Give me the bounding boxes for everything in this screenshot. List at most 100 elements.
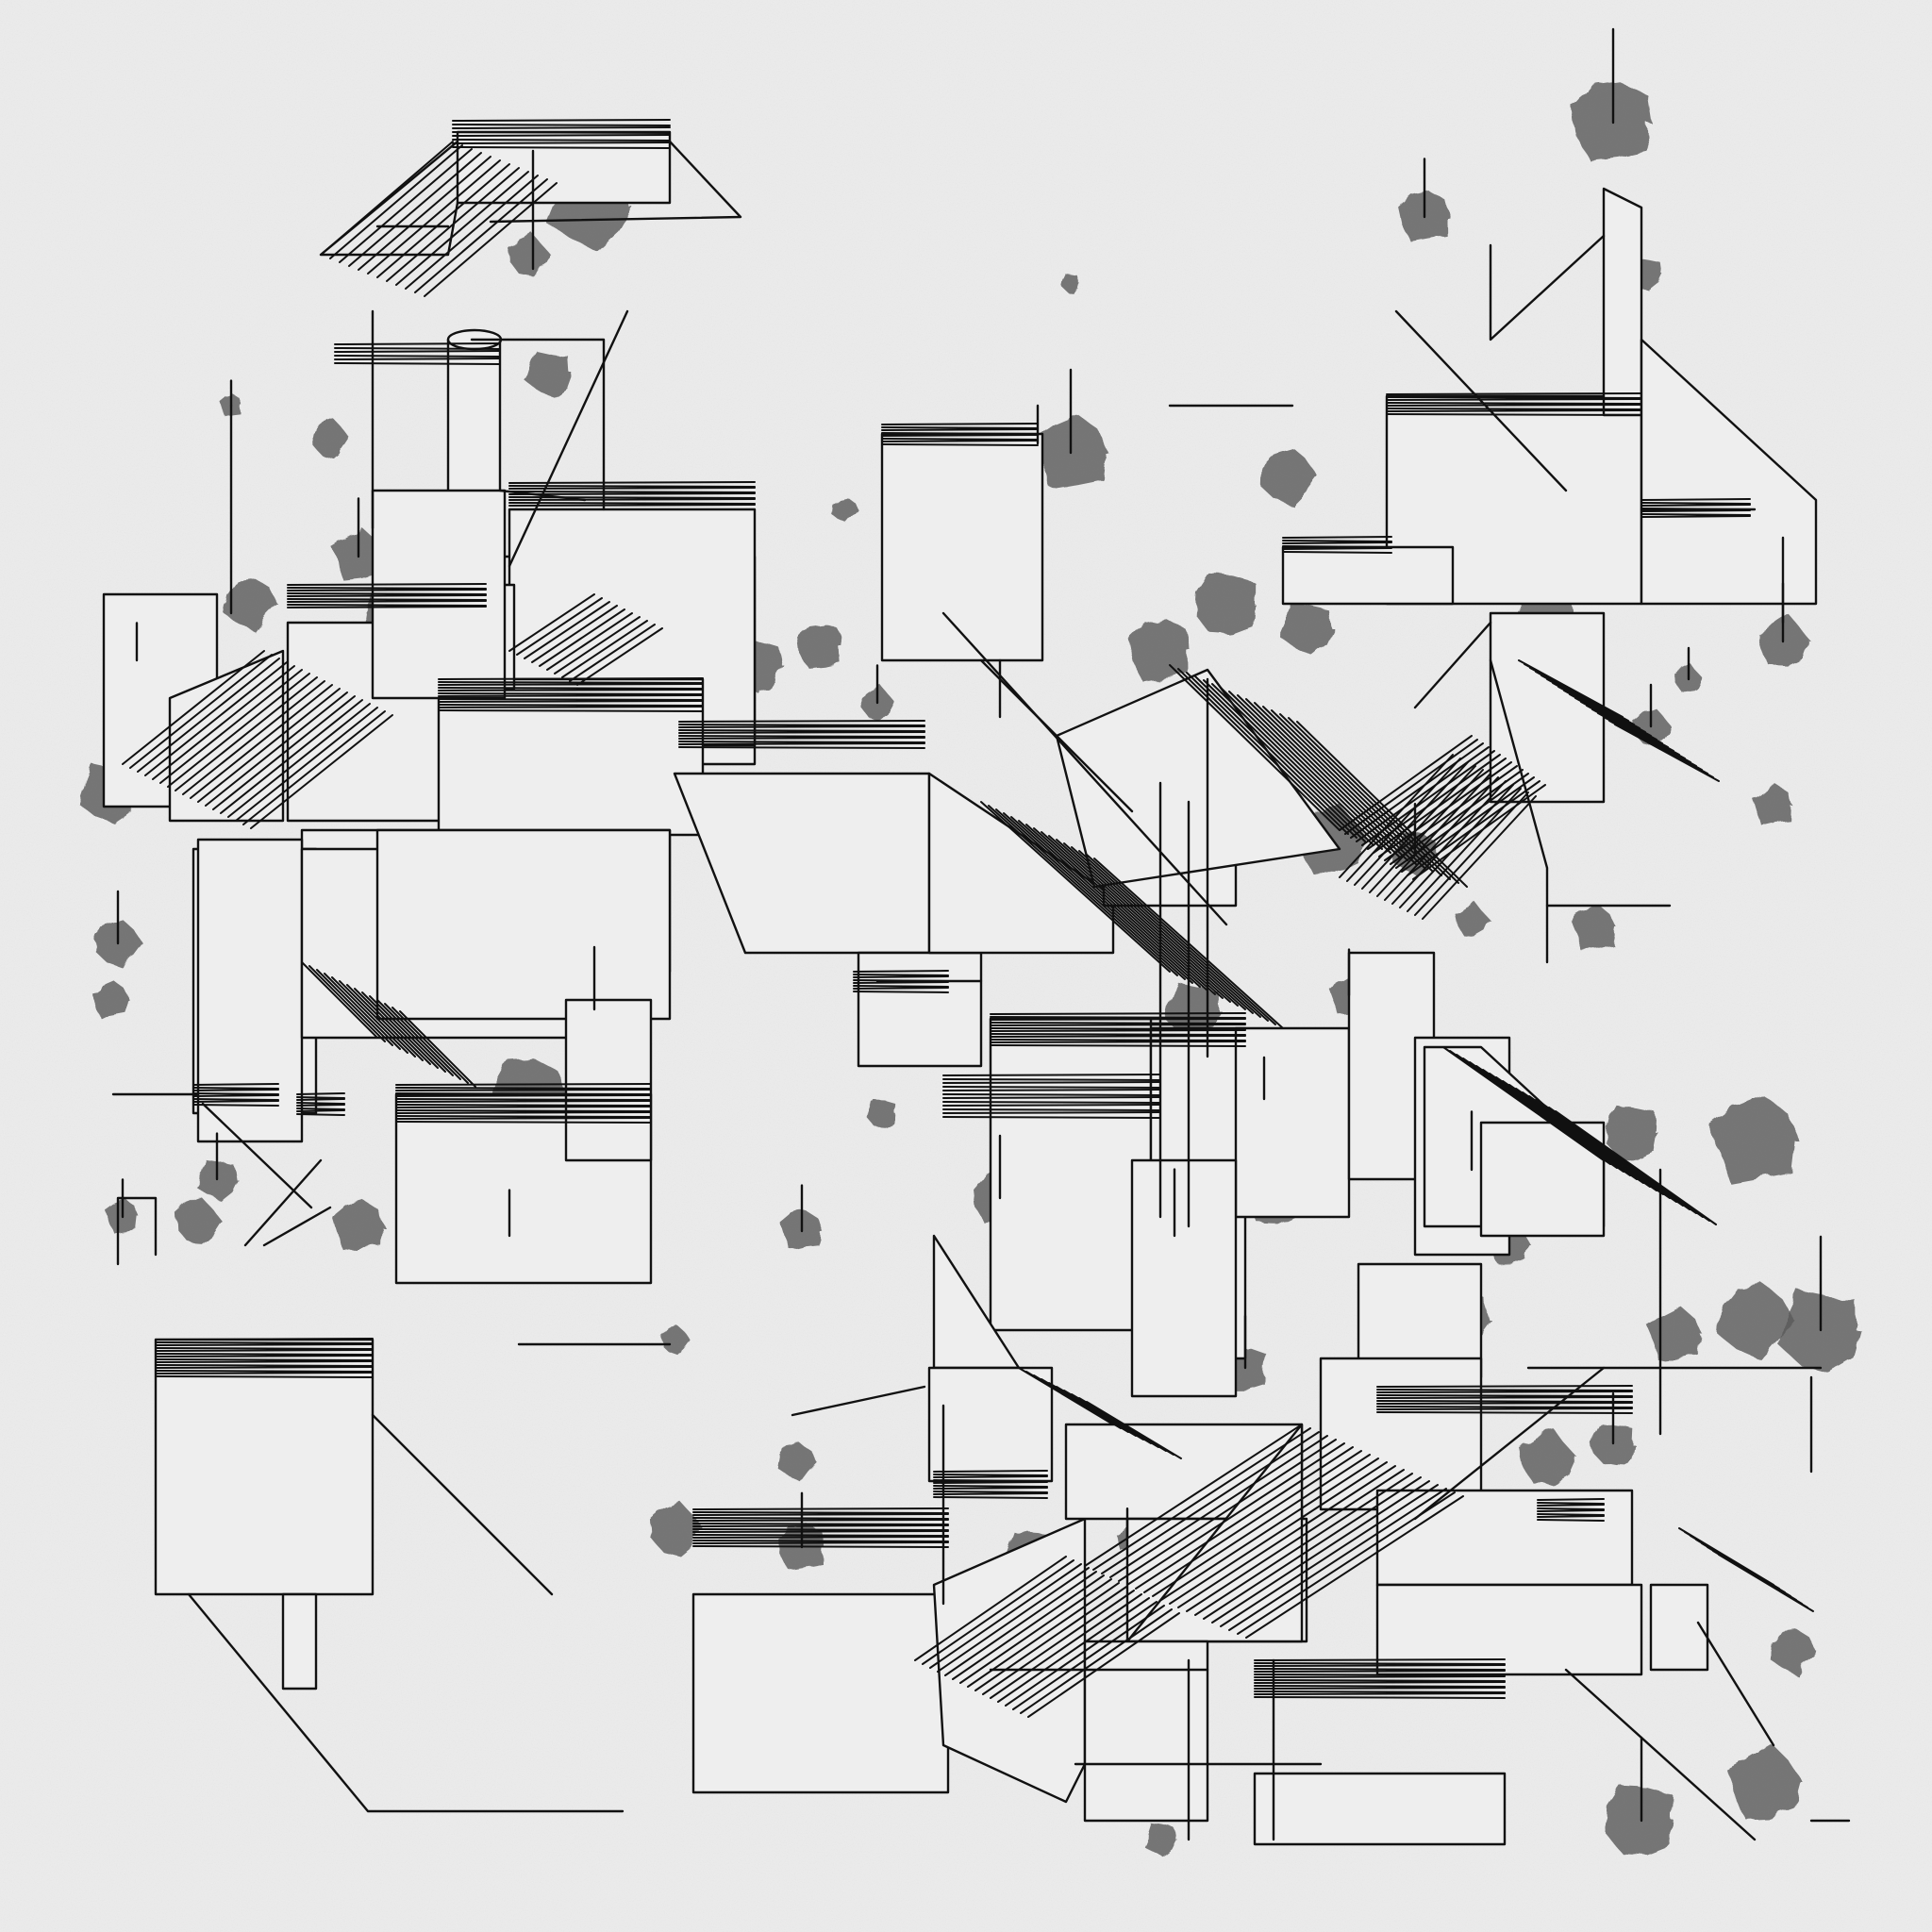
hatch-line bbox=[242, 710, 386, 825]
hatch-line bbox=[1169, 664, 1341, 831]
hatch-line bbox=[438, 694, 704, 697]
hatch-line bbox=[1401, 776, 1535, 873]
hatch-line bbox=[395, 1098, 652, 1101]
hatch-line bbox=[692, 1513, 949, 1516]
hatch-line bbox=[853, 974, 949, 976]
hatch-line bbox=[692, 1519, 949, 1522]
hatch-line bbox=[508, 498, 756, 501]
hatch-line bbox=[1386, 413, 1642, 416]
hatch-line bbox=[678, 724, 925, 726]
hatch-line bbox=[155, 1366, 374, 1369]
hatch-line bbox=[1376, 1385, 1633, 1388]
hatch-line bbox=[1555, 1110, 1717, 1225]
hatch-line bbox=[227, 703, 371, 818]
hatch-line bbox=[405, 175, 539, 290]
hatch-line bbox=[155, 1372, 374, 1374]
hatch-line bbox=[395, 1104, 652, 1107]
hatch-line bbox=[990, 1029, 1246, 1032]
hatch-line bbox=[678, 731, 925, 734]
hatch-line bbox=[1186, 1469, 1405, 1612]
hatch-line bbox=[1228, 691, 1400, 858]
hatch-line bbox=[1041, 831, 1231, 1003]
hatch-line bbox=[395, 1094, 652, 1097]
hatch-line bbox=[1254, 1687, 1506, 1690]
hatch-line bbox=[155, 1338, 374, 1341]
hatch-line bbox=[346, 984, 424, 1061]
hatch-line bbox=[395, 1089, 652, 1091]
hatch-line bbox=[546, 612, 633, 671]
hatch-line bbox=[334, 347, 501, 350]
hatch-line bbox=[952, 1574, 1105, 1680]
hatch-line bbox=[192, 1094, 279, 1097]
hatch-line bbox=[1203, 679, 1374, 846]
hatch-line bbox=[1641, 498, 1751, 501]
hatch-line bbox=[1177, 1465, 1396, 1608]
hatch-line bbox=[1254, 1664, 1506, 1667]
hatch-line bbox=[1376, 1389, 1633, 1391]
hatch-line bbox=[424, 182, 558, 297]
hatch-line bbox=[1376, 1391, 1633, 1393]
hatch-line bbox=[1422, 795, 1537, 920]
hatch-line bbox=[334, 342, 501, 345]
ink-blot bbox=[1725, 1742, 1804, 1818]
hatch-line bbox=[508, 496, 756, 499]
ink-blot bbox=[1279, 602, 1334, 655]
ink-blot bbox=[1708, 1094, 1800, 1184]
hatch-line bbox=[990, 1016, 1246, 1019]
hatch-line bbox=[287, 589, 487, 591]
hatch-line bbox=[155, 1353, 374, 1356]
hatch-line bbox=[1262, 706, 1434, 873]
hatch-line bbox=[853, 979, 949, 982]
hatch-line bbox=[1135, 1446, 1354, 1590]
hatch-line bbox=[1211, 683, 1383, 850]
hatch-line bbox=[287, 604, 487, 607]
hatch-line bbox=[296, 1096, 345, 1099]
hatch-line bbox=[933, 1481, 1048, 1484]
ink-blot bbox=[525, 350, 573, 397]
hatch-line bbox=[1186, 672, 1357, 839]
hatch-line bbox=[982, 1590, 1135, 1695]
cluster-middle-left bbox=[111, 828, 672, 1285]
hatch-line bbox=[1152, 1454, 1371, 1597]
cluster-middle-right bbox=[1319, 904, 1823, 1587]
hatch-line bbox=[1027, 1612, 1180, 1718]
hatch-line bbox=[1254, 1685, 1506, 1688]
hatch-line bbox=[933, 1470, 1048, 1473]
hatch-line bbox=[287, 583, 487, 586]
hatch-line bbox=[155, 1355, 374, 1357]
hatch-line bbox=[1537, 1513, 1605, 1516]
hatch-line bbox=[959, 1578, 1112, 1684]
hatch-line bbox=[395, 1117, 652, 1120]
hatch-line bbox=[1118, 1439, 1337, 1582]
hatch-line bbox=[1056, 839, 1246, 1010]
hatch-line bbox=[324, 973, 401, 1050]
hatch-line bbox=[1282, 547, 1392, 550]
hatch-line bbox=[942, 1111, 1161, 1114]
hatch-line bbox=[508, 502, 756, 505]
hatch-line bbox=[1641, 508, 1751, 510]
hatch-line bbox=[1254, 1670, 1506, 1673]
hatch-line bbox=[678, 720, 925, 723]
hatch-line bbox=[1003, 812, 1193, 984]
hatch-line bbox=[1025, 824, 1216, 995]
hatch-line bbox=[881, 443, 1039, 446]
hatch-line bbox=[1376, 773, 1491, 897]
hatch-line bbox=[296, 1109, 345, 1112]
hatch-line bbox=[192, 1100, 279, 1103]
hatch-line bbox=[1339, 735, 1473, 831]
ink-blot bbox=[778, 1443, 818, 1483]
hatch-line bbox=[1537, 1515, 1605, 1518]
cluster-upper-right bbox=[1281, 187, 1818, 964]
hatch-line bbox=[576, 627, 663, 686]
hatch-line bbox=[1354, 761, 1469, 886]
ink-blot bbox=[831, 496, 859, 524]
hatch-line bbox=[155, 1341, 374, 1344]
hatch-line bbox=[678, 742, 925, 745]
hatch-line bbox=[1288, 717, 1459, 884]
hatch-line bbox=[692, 1507, 949, 1510]
hatch-line bbox=[329, 144, 463, 259]
hatch-line bbox=[438, 709, 704, 712]
hatch-line bbox=[395, 1109, 652, 1112]
hatch-line bbox=[287, 600, 487, 603]
